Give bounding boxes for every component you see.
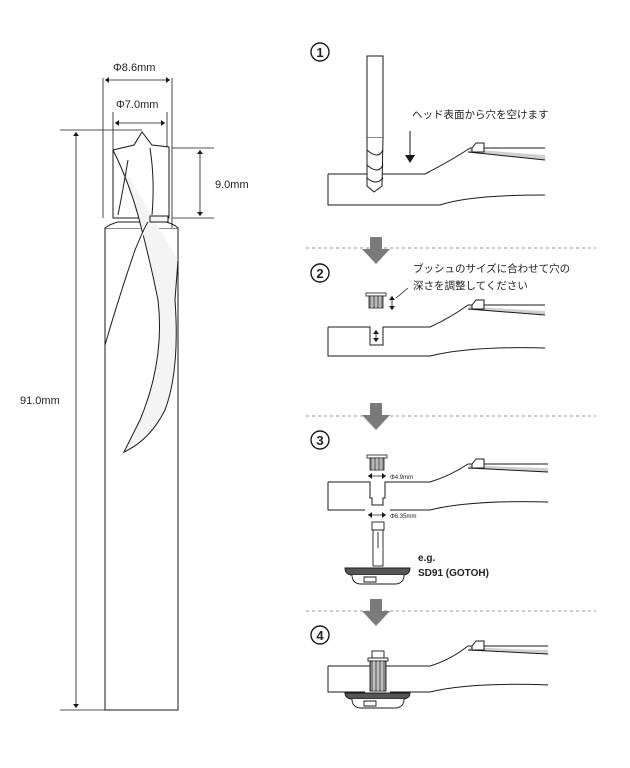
- down-arrow-icon: [405, 131, 415, 163]
- down-arrow-icon: [362, 237, 390, 264]
- drill-in-step-1: [366, 55, 384, 193]
- headstock-profile: [327, 142, 546, 206]
- step-2-note-line-1: ブッシュのサイズに合わせて穴の: [413, 262, 570, 275]
- svg-text:1: 1: [316, 45, 323, 60]
- headstock-profile: [327, 458, 549, 511]
- headstock-profile: [327, 640, 549, 693]
- tuner-part: [344, 521, 411, 585]
- example-label: e.g.: [418, 553, 435, 564]
- circled-number-icon: 2: [310, 263, 330, 283]
- step-3: 3 Φ4.9mm Φ6.35mm e.g.: [310, 430, 549, 585]
- installed-tuner: [344, 650, 411, 709]
- down-arrow-icon: [362, 599, 390, 626]
- step-2-note-line-2: 深さを調整してください: [413, 279, 528, 292]
- dim-tip-length: 9.0mm: [215, 179, 249, 191]
- step-4: 4: [310, 625, 549, 709]
- circled-number-icon: 1: [310, 42, 330, 62]
- example-model: SD91 (GOTOH): [418, 568, 489, 579]
- circled-number-icon: 3: [310, 430, 330, 450]
- step-1-note: ヘッド表面から穴を空けます: [412, 108, 549, 121]
- step-1: 1 ヘッド表面から穴を空けます: [310, 42, 549, 206]
- circled-number-icon: 4: [310, 625, 330, 645]
- bushing-icon: [366, 454, 388, 479]
- dim-inner-diameter: Φ7.0mm: [116, 99, 158, 111]
- headstock-profile: [327, 299, 546, 357]
- drill-bit: [104, 131, 179, 711]
- drill-dimensions: [60, 77, 214, 711]
- svg-text:2: 2: [316, 266, 323, 281]
- dim-bushing-bottom: Φ6.35mm: [390, 514, 416, 520]
- dim-total-length: 91.0mm: [20, 395, 60, 407]
- dim-outer-diameter: Φ8.6mm: [113, 62, 155, 74]
- step-2: 2 ブッシュのサイズに合わせて穴の 深さを調整してください: [310, 262, 570, 357]
- dim-bushing-top: Φ4.9mm: [390, 475, 413, 481]
- svg-text:4: 4: [316, 628, 324, 643]
- bushing-icon: [365, 287, 409, 310]
- svg-text:3: 3: [316, 433, 323, 448]
- down-arrow-icon: [362, 403, 390, 430]
